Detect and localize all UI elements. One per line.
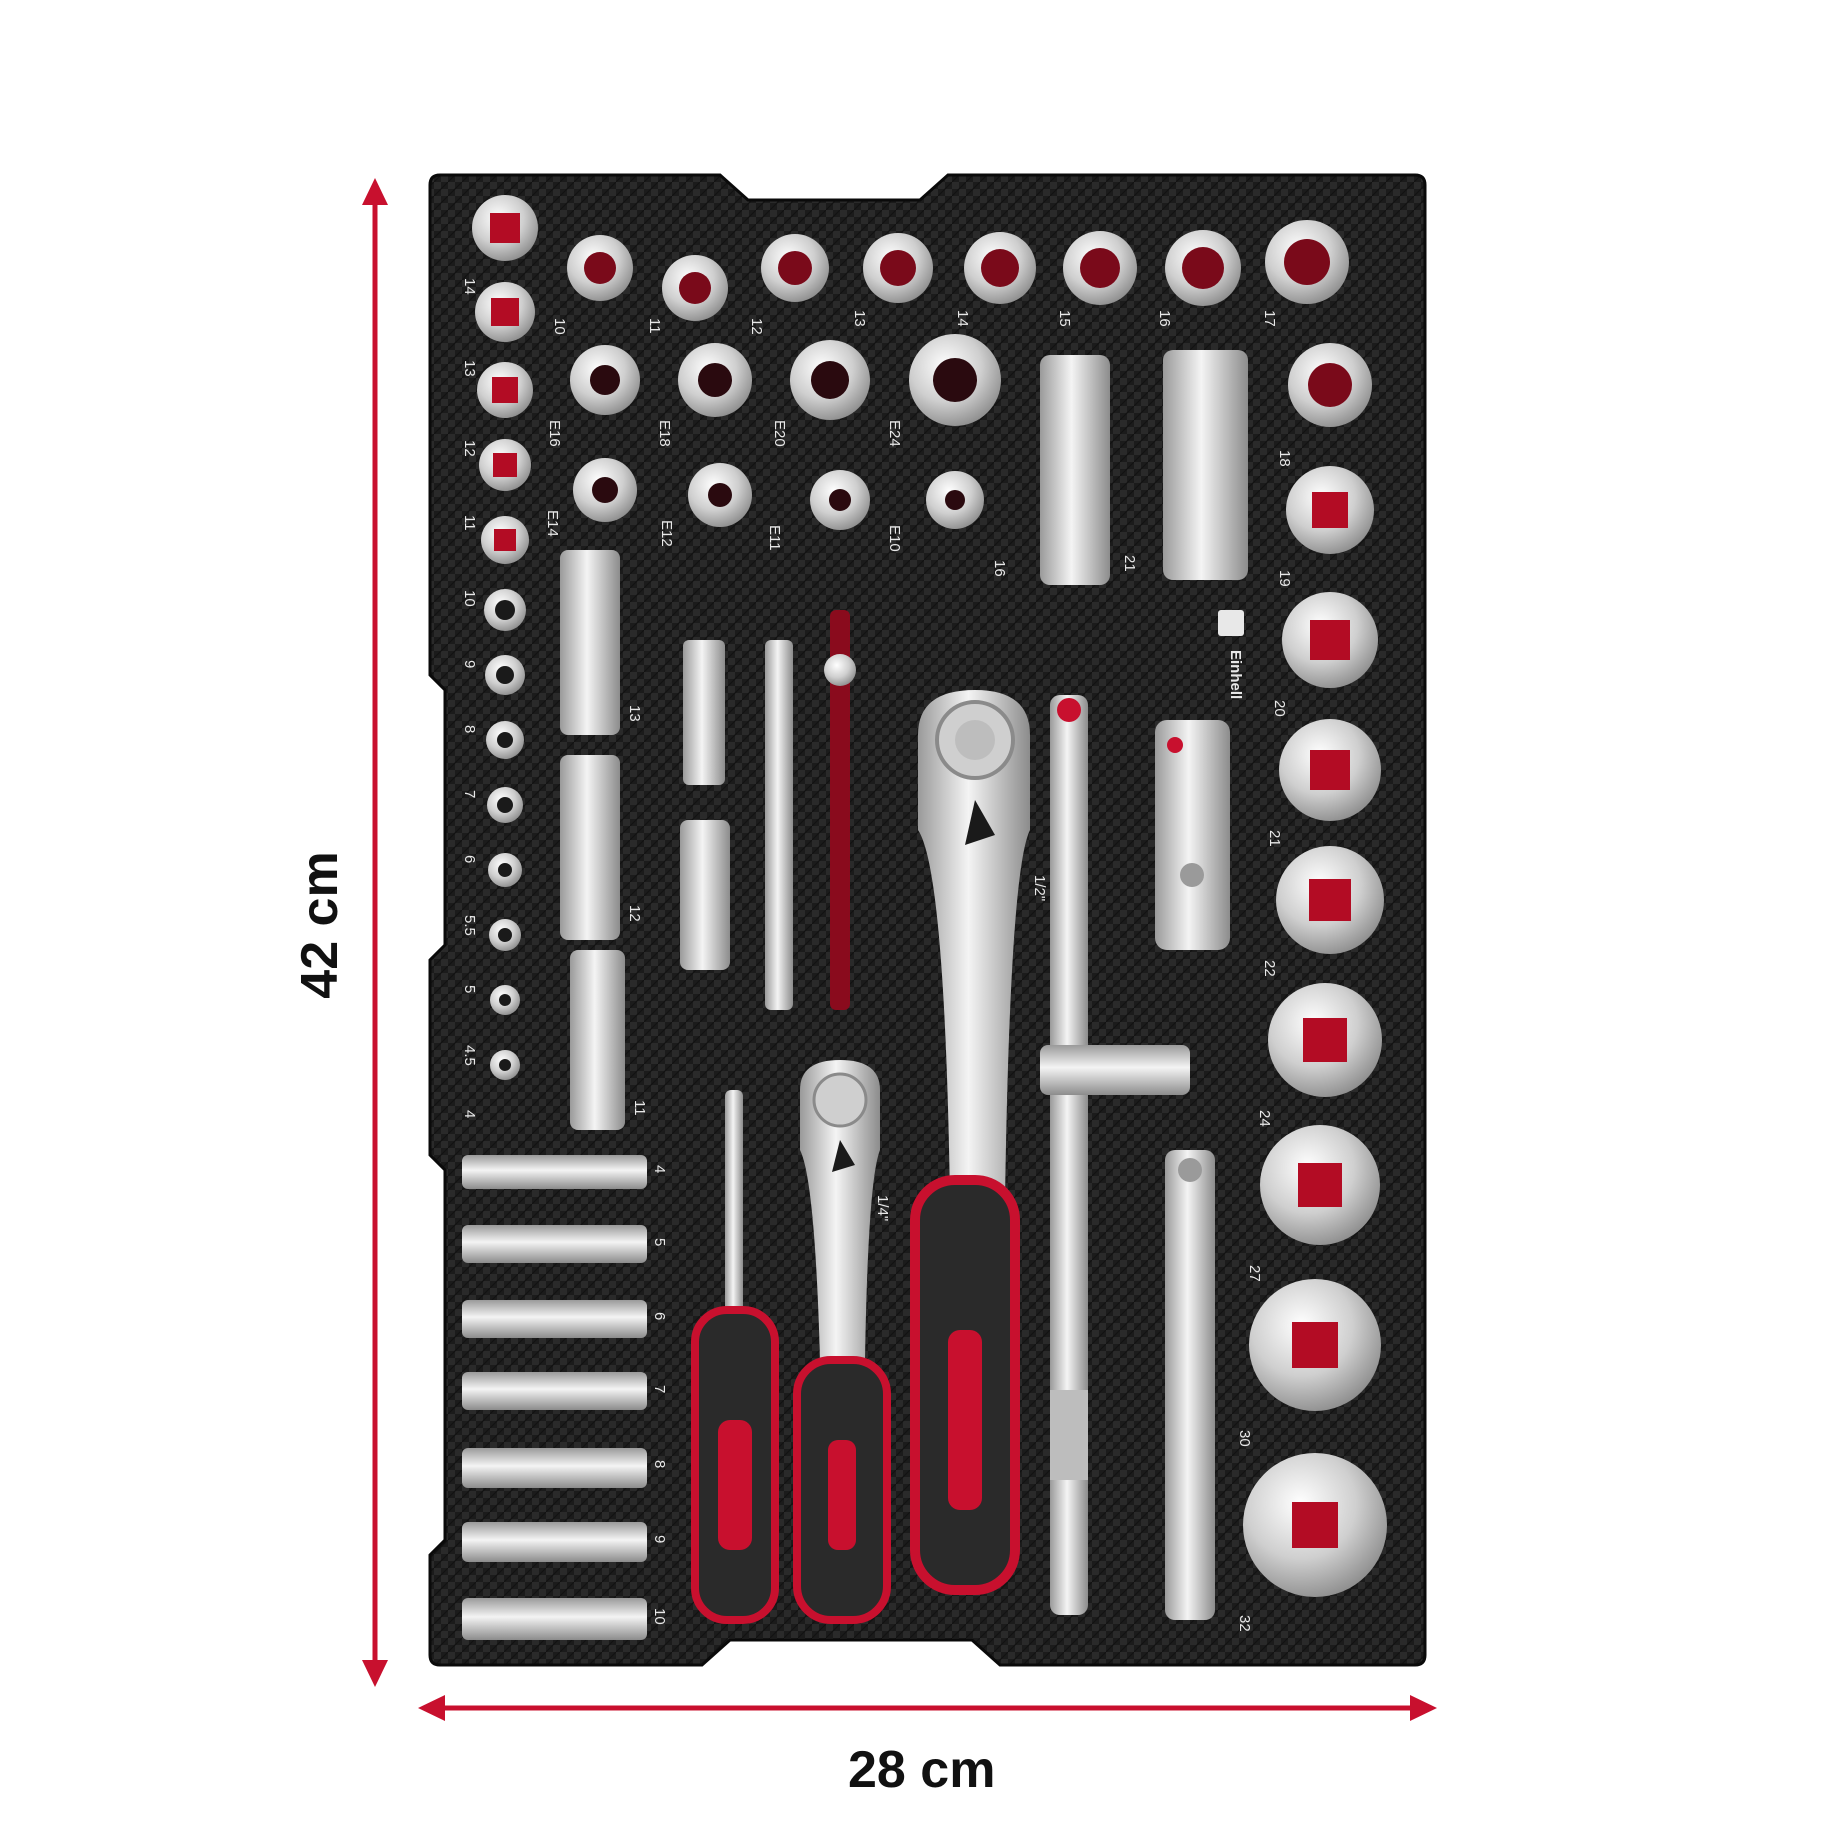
svg-text:16: 16 bbox=[991, 560, 1008, 577]
svg-text:16: 16 bbox=[1156, 310, 1173, 327]
svg-text:6: 6 bbox=[651, 1312, 668, 1320]
svg-text:11: 11 bbox=[461, 515, 478, 531]
svg-text:9: 9 bbox=[461, 660, 478, 668]
height-dimension-arrow bbox=[362, 178, 388, 1687]
svg-text:22: 22 bbox=[1261, 960, 1278, 977]
svg-text:21: 21 bbox=[1121, 555, 1138, 572]
svg-text:5.5: 5.5 bbox=[461, 915, 478, 936]
svg-text:E20: E20 bbox=[771, 420, 788, 447]
svg-text:13: 13 bbox=[626, 705, 643, 722]
svg-text:21: 21 bbox=[1266, 830, 1283, 847]
svg-text:8: 8 bbox=[461, 725, 478, 733]
brand-logo-text: Einhell bbox=[1227, 650, 1244, 699]
svg-text:13: 13 bbox=[851, 310, 868, 327]
svg-text:4: 4 bbox=[651, 1165, 668, 1173]
deep-half-inch-sockets bbox=[1040, 350, 1248, 585]
svg-text:E11: E11 bbox=[766, 525, 783, 551]
svg-text:E12: E12 bbox=[658, 520, 675, 547]
torx-sockets bbox=[570, 334, 1001, 530]
width-dimension-arrow bbox=[418, 1695, 1437, 1721]
svg-text:10: 10 bbox=[651, 1608, 668, 1625]
socket-size-labels: 14 13 12 11 10 9 8 7 6 5.5 5 4.5 4 10 11… bbox=[461, 278, 1293, 1632]
small-deep-sockets bbox=[462, 1155, 647, 1640]
svg-text:12: 12 bbox=[748, 318, 765, 335]
long-extension-bar bbox=[1165, 1150, 1215, 1620]
sliding-t-bar bbox=[1040, 695, 1190, 1615]
top-row-sockets bbox=[567, 220, 1349, 321]
svg-text:4.5: 4.5 bbox=[461, 1045, 478, 1066]
svg-text:18: 18 bbox=[1276, 450, 1293, 467]
svg-text:E24: E24 bbox=[886, 420, 903, 447]
svg-text:E10: E10 bbox=[886, 525, 903, 552]
svg-text:19: 19 bbox=[1276, 570, 1293, 587]
height-label: 42 cm bbox=[291, 851, 349, 999]
right-column-sockets bbox=[1243, 343, 1387, 1597]
svg-text:11: 11 bbox=[631, 1100, 648, 1116]
left-column-sockets bbox=[472, 195, 538, 1080]
svg-text:14: 14 bbox=[954, 310, 971, 327]
extensions-and-joints bbox=[680, 610, 856, 1010]
svg-text:6: 6 bbox=[461, 855, 478, 863]
svg-text:1/2": 1/2" bbox=[1031, 875, 1048, 901]
svg-text:E14: E14 bbox=[544, 510, 561, 537]
svg-text:4: 4 bbox=[461, 1110, 478, 1118]
svg-text:14: 14 bbox=[461, 278, 478, 295]
half-inch-ratchet bbox=[910, 690, 1030, 1595]
svg-text:E16: E16 bbox=[546, 420, 563, 447]
width-label: 28 cm bbox=[848, 1741, 996, 1799]
svg-text:10: 10 bbox=[461, 590, 478, 607]
svg-text:E18: E18 bbox=[656, 420, 673, 447]
svg-text:17: 17 bbox=[1261, 310, 1278, 327]
svg-text:7: 7 bbox=[461, 790, 478, 798]
svg-text:12: 12 bbox=[626, 905, 643, 922]
svg-text:27: 27 bbox=[1246, 1265, 1263, 1282]
quarter-inch-ratchet bbox=[793, 1060, 891, 1624]
svg-text:13: 13 bbox=[461, 360, 478, 377]
universal-joint bbox=[1155, 720, 1230, 950]
svg-text:24: 24 bbox=[1256, 1110, 1273, 1127]
svg-text:1/4": 1/4" bbox=[874, 1195, 891, 1221]
svg-text:32: 32 bbox=[1236, 1615, 1253, 1632]
svg-text:10: 10 bbox=[551, 318, 568, 335]
bit-screwdriver bbox=[691, 1090, 779, 1624]
svg-text:15: 15 bbox=[1056, 310, 1073, 327]
svg-text:12: 12 bbox=[461, 440, 478, 457]
deep-middle-sockets bbox=[560, 550, 625, 1130]
svg-text:7: 7 bbox=[651, 1385, 668, 1393]
svg-text:9: 9 bbox=[651, 1535, 668, 1543]
svg-text:30: 30 bbox=[1236, 1430, 1253, 1447]
svg-text:5: 5 bbox=[651, 1238, 668, 1246]
svg-text:11: 11 bbox=[646, 318, 663, 334]
svg-text:20: 20 bbox=[1271, 700, 1288, 717]
svg-text:8: 8 bbox=[651, 1460, 668, 1468]
svg-text:5: 5 bbox=[461, 985, 478, 993]
einhell-logo: Einhell bbox=[1218, 610, 1244, 699]
